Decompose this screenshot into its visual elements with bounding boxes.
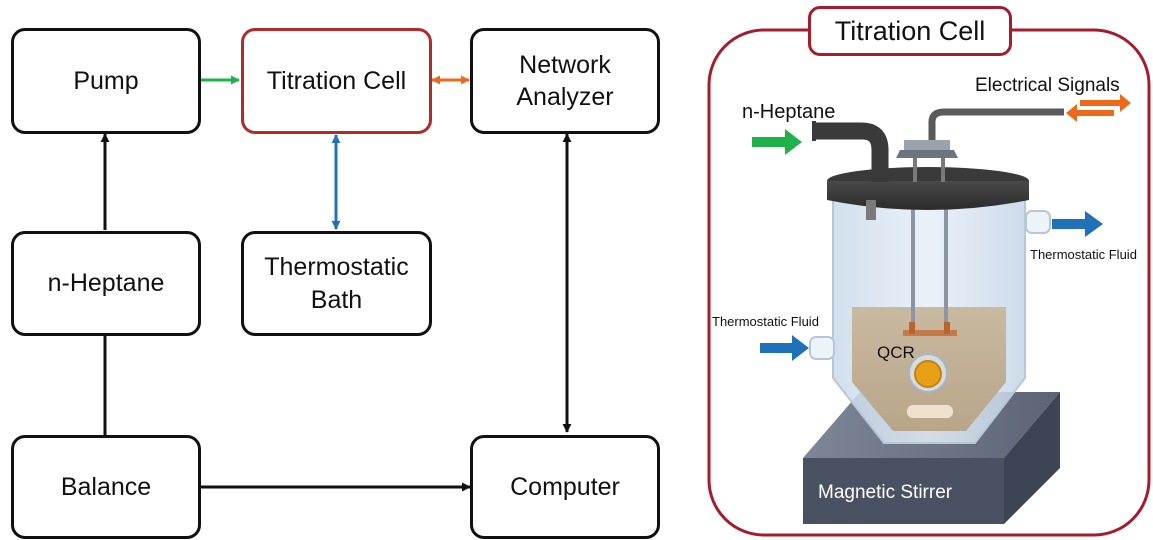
stir-bar	[907, 405, 953, 418]
qcr-holder	[903, 330, 957, 336]
pump-label: Pump	[73, 66, 139, 95]
stirrer-side	[1004, 392, 1060, 524]
fluid-outlet-port	[1025, 210, 1051, 234]
cell-title: Titration Cell	[808, 6, 1012, 56]
fluid-in-arrow	[760, 335, 809, 361]
fluid-out-arrow	[1052, 211, 1103, 237]
qcr-label: QCR	[877, 343, 915, 362]
computer-box: Computer	[470, 435, 660, 539]
cell-n-heptane-label: n-Heptane	[742, 101, 836, 123]
signal-cable	[928, 108, 1064, 148]
magnetic-stirrer-label: Magnetic Stirrer	[818, 482, 953, 503]
pump-box: Pump	[11, 28, 201, 134]
computer-label: Computer	[510, 472, 620, 501]
n-heptane-label: n-Heptane	[47, 269, 165, 298]
thermostatic-fluid-in-label: Thermostatic Fluid	[712, 314, 819, 329]
balance-box: Balance	[11, 435, 201, 539]
connector-head	[904, 140, 950, 150]
titration-cell-label: Titration Cell	[266, 66, 407, 95]
n-heptane-box: n-Heptane	[11, 231, 201, 336]
network-analyzer-box: Network Analyzer	[470, 28, 660, 134]
qcr-crystal	[914, 360, 942, 388]
thermostatic-bath-box: Thermostatic Bath	[241, 231, 432, 336]
stirrer-front	[803, 458, 1004, 524]
titration-cell-box: Titration Cell	[241, 28, 432, 134]
fluid-inlet-port	[809, 336, 835, 360]
electrical-signals-label: Electrical Signals	[975, 75, 1120, 96]
network-analyzer-label: Network Analyzer	[516, 50, 614, 112]
balance-label: Balance	[60, 472, 152, 501]
thermostatic-bath-label: Thermostatic Bath	[264, 253, 409, 314]
heptane-pipe	[814, 122, 889, 182]
lid-side	[827, 181, 1029, 210]
electrical-signal-arrows	[1066, 94, 1131, 122]
heptane-inlet-arrow	[752, 129, 802, 155]
thermostatic-fluid-out-label: Thermostatic Fluid	[1030, 247, 1137, 262]
